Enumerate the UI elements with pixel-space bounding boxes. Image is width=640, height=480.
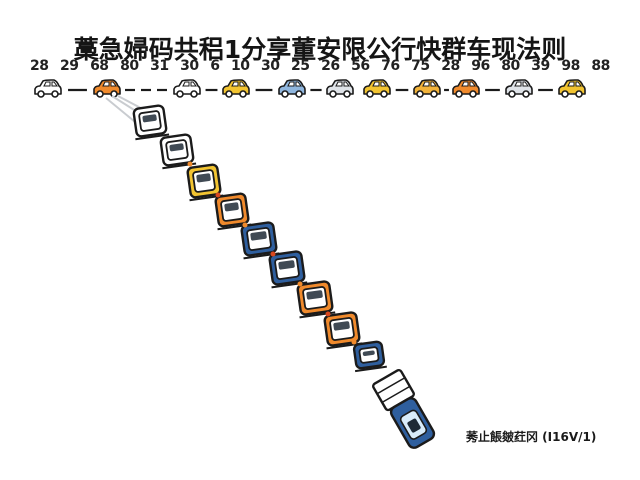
number-9: 30 [261,58,280,74]
diag-car-7 [296,280,336,319]
diag-car-2 [159,133,197,170]
diag-marker-3 [242,222,248,228]
car-row-5 [278,79,306,98]
number-12: 56 [351,58,370,74]
number-5: 31 [150,58,169,74]
car-row-11 [558,79,586,98]
number-17: 80 [501,58,520,74]
number-11: 26 [321,58,340,74]
diag-car-3 [186,163,224,202]
number-6: 30 [180,58,199,74]
diagonal-cars [132,104,436,449]
number-7: 6 [210,58,220,74]
number-19: 98 [561,58,580,74]
car-row-7 [363,79,391,98]
car-row-8 [413,79,441,98]
car-row-3 [173,79,201,98]
diag-truck [372,368,436,449]
number-3: 68 [90,58,109,74]
car-row-10 [505,79,533,98]
car-row-9 [452,79,480,98]
number-4: 80 [120,58,139,74]
diag-car-8 [323,311,363,350]
car-row-4 [222,79,250,98]
diag-car-4 [214,192,252,231]
car-row-6 [326,79,354,98]
caption: 莠止餦皴荭冈 (I16V/1) [466,430,597,444]
number-10: 25 [291,58,310,74]
car-row-1 [34,79,62,98]
diag-car-5 [240,221,280,260]
number-18: 39 [531,58,550,74]
page-title: 藁急婦码共稆1分享董安限公行快群车现法则 [73,35,567,64]
diag-marker-4 [270,251,276,257]
number-15: 28 [441,58,460,74]
number-14: 75 [411,58,430,74]
number-13: 76 [381,58,400,74]
number-row: 28 29 68 80 31 30 6 10 30 25 26 56 76 75 28 96 80 39 98 88 [30,58,610,74]
diag-marker-2 [215,192,221,198]
diag-marker-1 [187,161,193,167]
number-16: 96 [471,58,490,74]
number-8: 10 [230,58,250,74]
car-row-2 [93,79,121,98]
diag-marker-5 [297,281,303,287]
number-20: 88 [591,58,610,74]
diag-car-9 [352,340,387,373]
number-1: 28 [30,58,49,74]
diag-marker-7 [351,339,357,345]
diag-marker-6 [325,311,331,317]
diag-car-1 [132,104,170,141]
row-cars [34,79,586,98]
number-2: 29 [60,58,79,74]
diag-car-6 [268,250,308,289]
